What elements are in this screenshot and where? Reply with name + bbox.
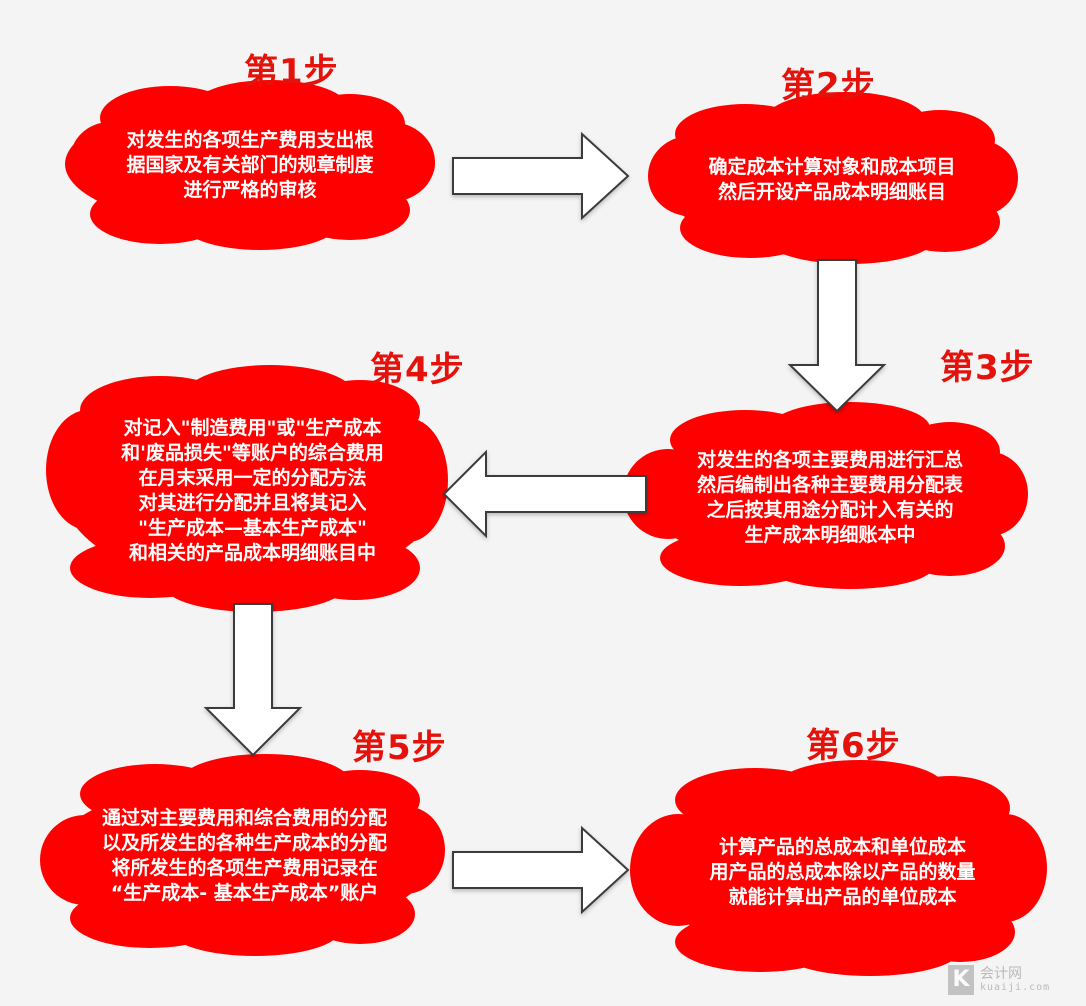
step-3-line: 之后按其用途分配计入有关的 xyxy=(706,499,954,521)
step-6-label: 第6步 xyxy=(806,726,901,766)
arrow-step5-to-step6 xyxy=(452,825,630,915)
step-2-text: 确定成本计算对象和成本项目 然后开设产品成本明细账目 xyxy=(672,150,992,210)
step-2-line: 然后开设产品成本明细账目 xyxy=(717,181,946,203)
step-1-text: 对发生的各项生产费用支出根 据国家及有关部门的规章制度 进行严格的审核 xyxy=(90,118,410,213)
step-1-line: 对发生的各项生产费用支出根 xyxy=(126,129,374,151)
step-4-line: "生产成本—基本生产成本" xyxy=(138,516,367,539)
step-4-line: 在月末采用一定的分配方法 xyxy=(138,466,367,489)
step-5-line: 将所发生的各项生产费用记录在 xyxy=(111,857,378,879)
step-3-cloud xyxy=(623,402,1028,589)
watermark: K 会计网 kuaiji.com xyxy=(948,962,1078,998)
step-2-cloud xyxy=(648,92,1018,264)
step-6-text: 计算产品的总成本和单位成本 用产品的总成本除以产品的数量 就能计算出产品的单位成… xyxy=(670,830,1015,914)
step-3-line: 生产成本明细账本中 xyxy=(744,524,916,546)
step-3-line: 对发生的各项主要费用进行汇总 xyxy=(696,449,963,471)
watermark-cn: 会计网 xyxy=(980,966,1022,982)
step-4-line: 对其进行分配并且将其记入 xyxy=(138,491,367,514)
step-3-line: 然后编制出各种主要费用分配表 xyxy=(696,474,963,496)
step-6-line: 用产品的总成本除以产品的数量 xyxy=(709,860,976,883)
step-4-text: 对记入"制造费用"或"生产成本 和'废品损失"等账户的综合费用 在月末采用一定的… xyxy=(80,408,425,573)
step-1-label: 第1步 xyxy=(244,52,339,92)
arrow-step1-to-step2 xyxy=(452,131,630,221)
watermark-en: kuaiji.com xyxy=(980,982,1051,993)
step-1-cloud xyxy=(65,80,435,250)
step-3-label: 第3步 xyxy=(940,348,1035,388)
step-4-line: 和'废品损失"等账户的综合费用 xyxy=(121,441,384,464)
step-6-line: 计算产品的总成本和单位成本 xyxy=(718,835,966,858)
step-1-line: 据国家及有关部门的规章制度 xyxy=(126,154,374,176)
step-5-cloud xyxy=(40,754,445,956)
watermark-logo-icon: K xyxy=(948,965,974,995)
step-6-line: 就能计算出产品的单位成本 xyxy=(728,885,957,908)
step-5-text: 通过对主要费用和综合费用的分配 以及所发生的各种生产成本的分配 将所发生的各项生… xyxy=(72,800,417,912)
step-3-text: 对发生的各项主要费用进行汇总 然后编制出各种主要费用分配表 之后按其用途分配计入… xyxy=(660,442,1000,554)
step-4-label: 第4步 xyxy=(370,350,465,390)
step-5-line: 以及所发生的各种生产成本的分配 xyxy=(101,832,387,854)
watermark-text: 会计网 kuaiji.com xyxy=(980,966,1050,994)
step-1-line: 进行严格的审核 xyxy=(183,179,317,201)
step-6-cloud xyxy=(630,760,1047,976)
step-5-line: 通过对主要费用和综合费用的分配 xyxy=(101,807,387,829)
arrow-step3-to-step4 xyxy=(442,449,647,539)
step-5-line: “生产成本- 基本生产成本”账户 xyxy=(110,882,379,904)
arrow-step4-to-step5 xyxy=(203,603,303,757)
step-4-cloud xyxy=(46,365,448,612)
step-4-line: 和相关的产品成本明细账目中 xyxy=(128,541,376,564)
arrow-step2-to-step3 xyxy=(787,259,887,413)
step-2-line: 确定成本计算对象和成本项目 xyxy=(708,156,956,178)
step-4-line: 对记入"制造费用"或"生产成本 xyxy=(123,416,382,439)
step-5-label: 第5步 xyxy=(352,728,447,768)
step-2-label: 第2步 xyxy=(781,66,876,106)
